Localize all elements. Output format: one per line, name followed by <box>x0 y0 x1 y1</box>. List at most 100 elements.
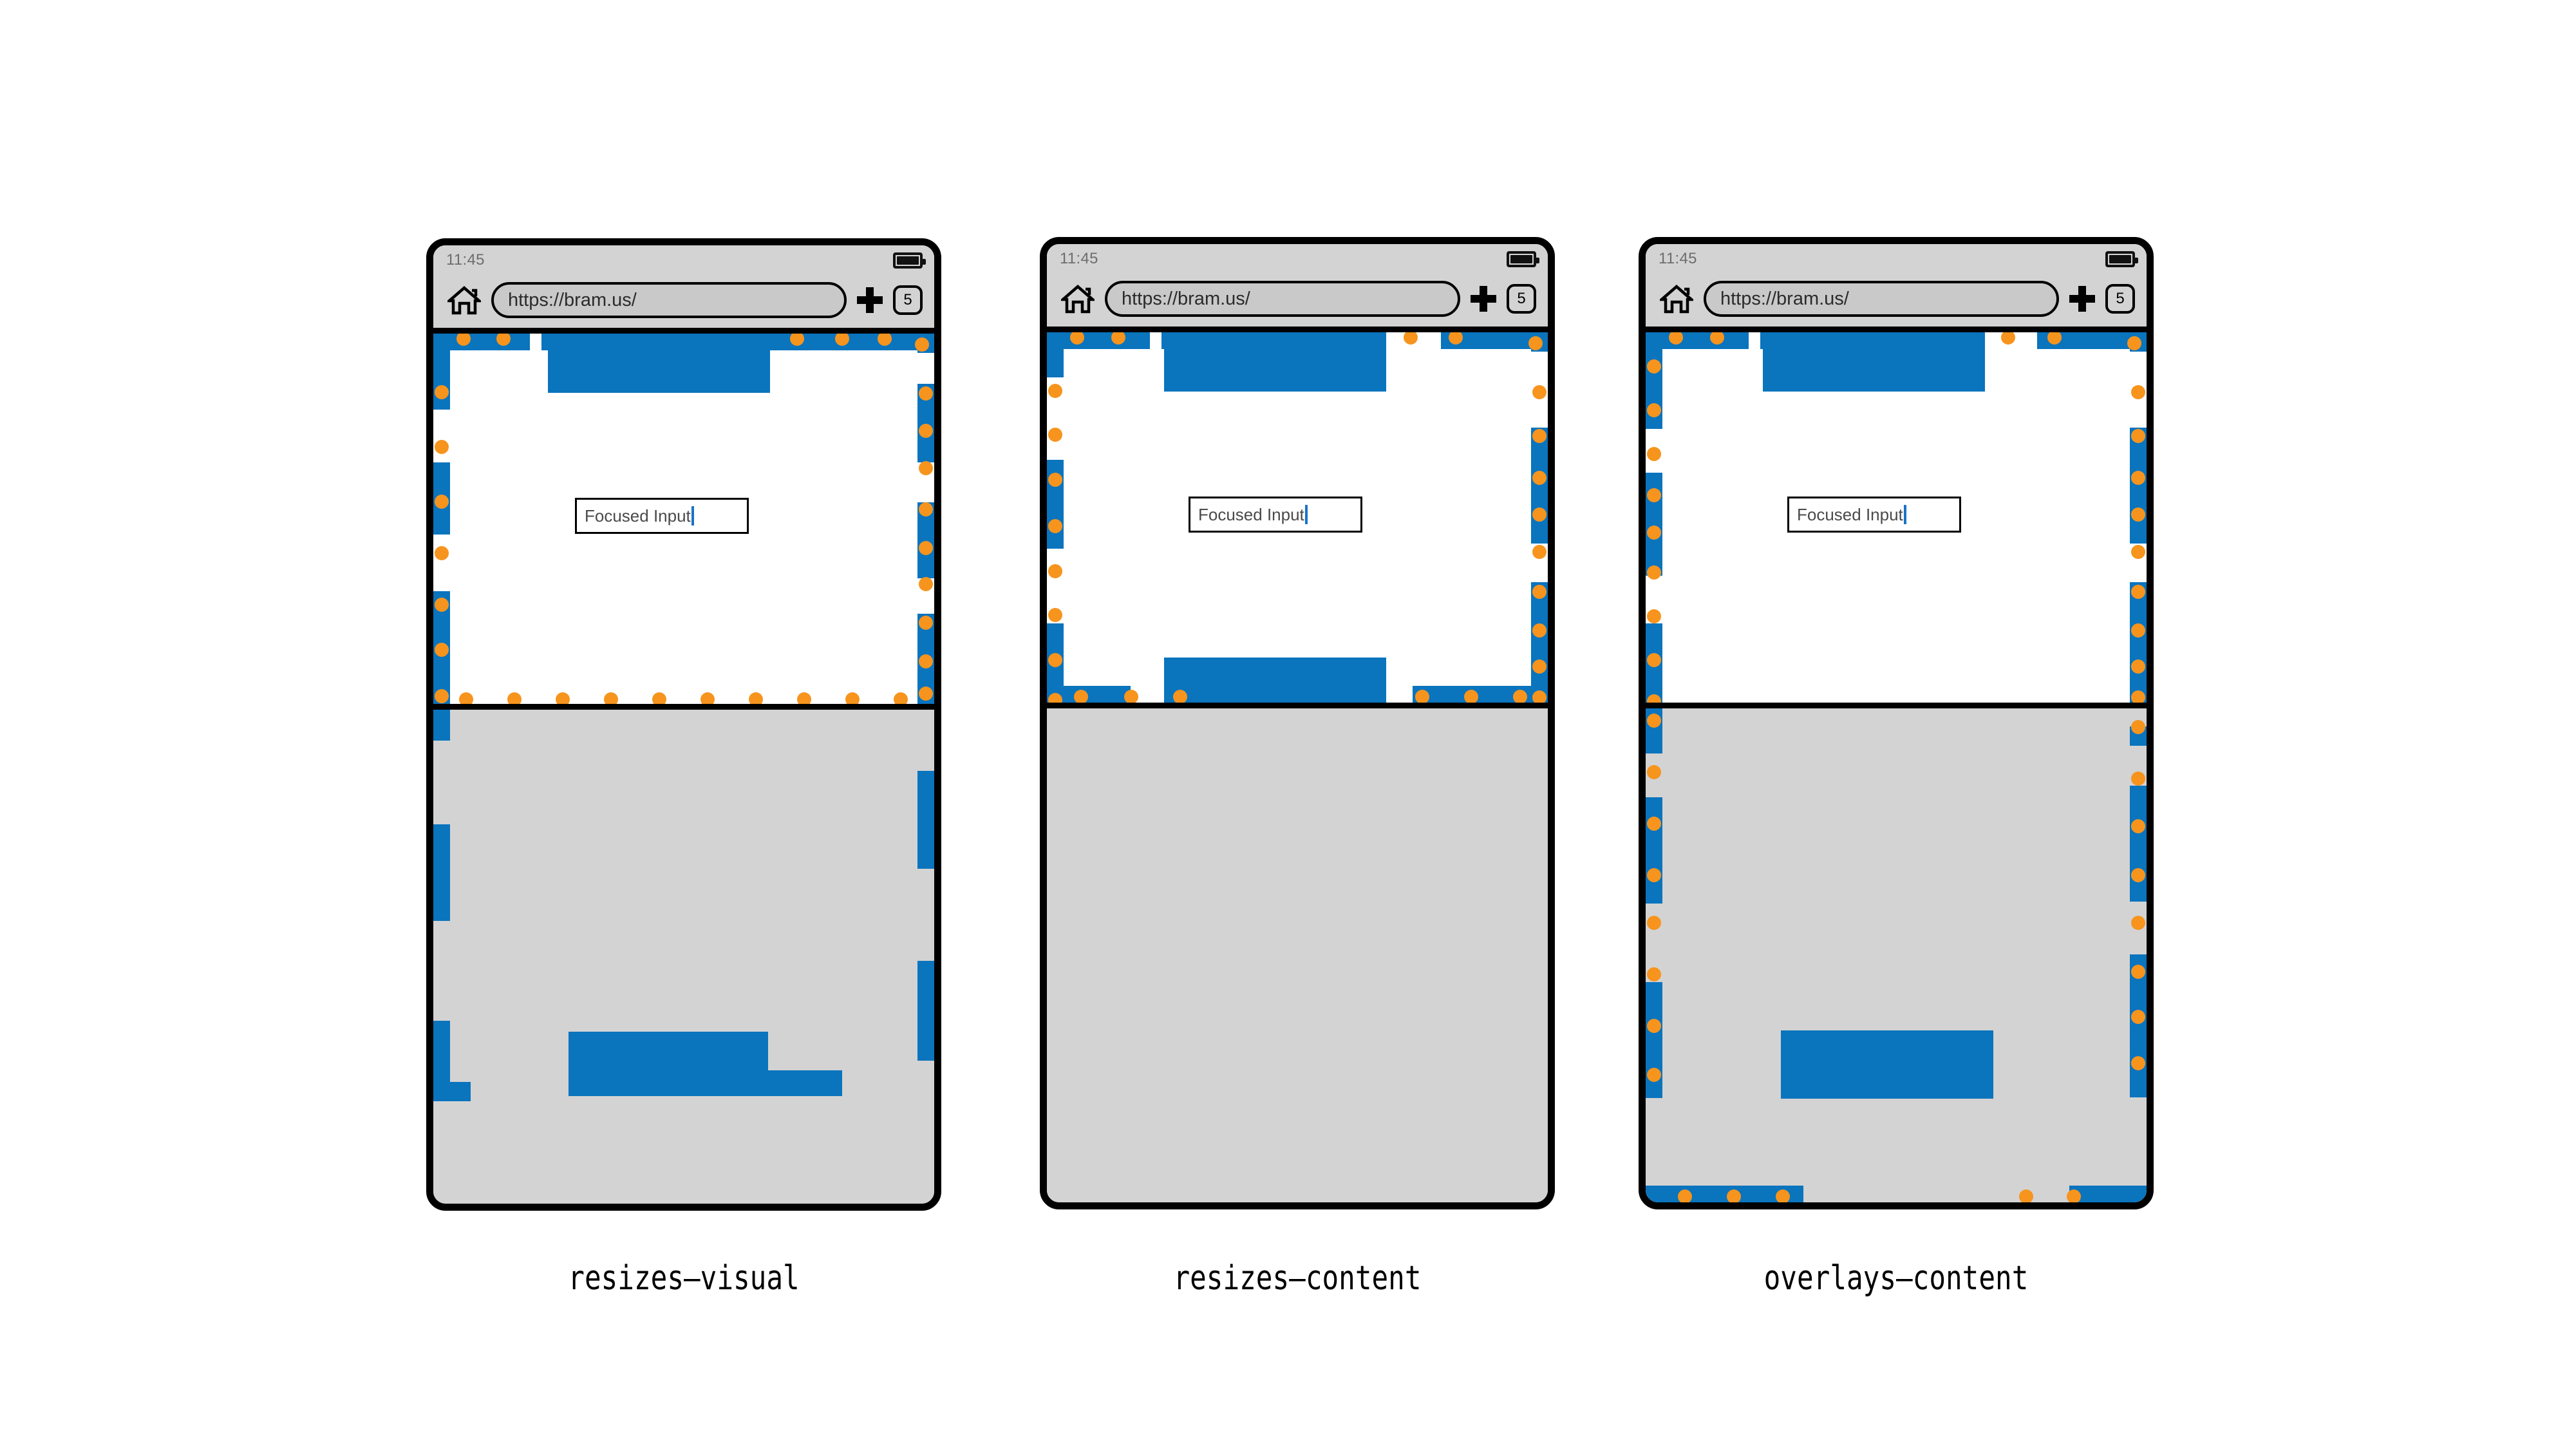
edge-dot <box>1647 765 1661 779</box>
focused-input[interactable]: Focused Input <box>1787 497 1961 533</box>
status-bar: 11:45 <box>1646 244 2147 271</box>
edge-dot <box>915 337 929 352</box>
edge-dot <box>1404 332 1418 345</box>
focused-input[interactable]: Focused Input <box>1189 497 1362 533</box>
edge-dot <box>919 424 933 438</box>
home-icon[interactable] <box>1058 284 1097 314</box>
plus-icon[interactable] <box>2069 286 2095 312</box>
edge-dot <box>1532 507 1547 522</box>
edge-dot <box>1647 868 1661 882</box>
content-block-bottom <box>1164 658 1386 703</box>
edge-dot <box>1647 714 1661 728</box>
edge-dot <box>1678 1189 1692 1202</box>
focused-input-value: Focused Input <box>585 506 691 526</box>
status-clock: 11:45 <box>1060 250 1098 267</box>
edge-dot <box>456 334 471 346</box>
content-block-bottom <box>569 1070 842 1096</box>
edge-dot <box>1532 659 1547 674</box>
edge-dot <box>2131 965 2145 979</box>
edge-band-left <box>1646 708 1662 753</box>
edge-dot <box>1048 653 1062 667</box>
edge-dot <box>919 687 933 701</box>
edge-dot <box>1647 967 1661 981</box>
edge-dot <box>2019 1189 2033 1202</box>
edge-dot <box>894 692 908 704</box>
edge-dot <box>1647 1068 1661 1082</box>
url-bar[interactable]: https://bram.us/ <box>1704 281 2059 317</box>
phone-mockup-resizes-visual: 11:45 https://bram.us/ 5 <box>426 238 941 1211</box>
edge-dot <box>1647 488 1661 502</box>
url-bar[interactable]: https://bram.us/ <box>491 282 847 318</box>
url-text: https://bram.us/ <box>508 289 637 310</box>
keyboard-area <box>1047 703 1548 1202</box>
edge-dot <box>507 692 522 704</box>
edge-dot <box>435 689 449 703</box>
status-bar: 11:45 <box>433 245 934 272</box>
edge-band-top <box>1047 332 1150 349</box>
edge-dot <box>2067 1189 2081 1202</box>
plus-icon[interactable] <box>1471 286 1496 312</box>
edge-dot <box>1070 332 1084 345</box>
status-clock: 11:45 <box>446 251 485 269</box>
status-clock: 11:45 <box>1659 250 1697 267</box>
edge-band-right <box>917 961 934 1061</box>
edge-dot <box>919 386 933 401</box>
plus-icon[interactable] <box>857 287 883 313</box>
edge-dot <box>2131 659 2145 674</box>
edge-dot <box>1048 428 1062 442</box>
visual-viewport-area: Focused Input <box>433 334 934 704</box>
edge-dot <box>435 546 449 560</box>
tab-count-button[interactable]: 5 <box>893 285 923 315</box>
focused-input-value: Focused Input <box>1797 505 1903 524</box>
edge-dot <box>1647 565 1661 580</box>
keyboard-area <box>433 704 934 1204</box>
edge-band-right <box>2130 428 2147 544</box>
edge-dot <box>919 616 933 630</box>
browser-toolbar: https://bram.us/ 5 <box>1646 271 2147 327</box>
edge-dot <box>1048 473 1062 487</box>
edge-dot <box>1532 429 1547 443</box>
home-icon[interactable] <box>1657 284 1696 314</box>
edge-band-left <box>433 710 450 741</box>
battery-full-icon <box>1507 251 1539 267</box>
edge-band-left <box>1047 332 1064 377</box>
edge-dot <box>1048 384 1062 398</box>
edge-dot <box>797 692 811 704</box>
edge-dot <box>1532 471 1547 485</box>
edge-dot <box>790 334 804 346</box>
edge-band-right <box>917 771 934 869</box>
url-bar[interactable]: https://bram.us/ <box>1105 281 1460 317</box>
edge-dot <box>435 643 449 657</box>
tab-count-button[interactable]: 5 <box>2105 284 2135 314</box>
tab-count-button[interactable]: 5 <box>1507 284 1536 314</box>
browser-chrome: 11:45 https://bram.us/ 5 <box>1047 244 1548 332</box>
edge-dot <box>1532 385 1547 399</box>
edge-dot <box>1647 526 1661 540</box>
browser-toolbar: https://bram.us/ 5 <box>1047 271 1548 327</box>
edge-dot <box>1710 332 1724 345</box>
edge-band-bottom <box>2069 1186 2147 1202</box>
home-icon[interactable] <box>445 285 484 315</box>
edge-dot <box>1532 623 1547 638</box>
edge-dot <box>1647 359 1661 374</box>
edge-dot <box>2131 507 2145 522</box>
edge-dot <box>835 334 849 346</box>
edge-dot <box>1647 916 1661 930</box>
edge-band-right <box>1531 428 1548 544</box>
visual-viewport-area: Focused Input <box>1646 332 2147 703</box>
edge-dot <box>2131 471 2145 485</box>
edge-dot <box>919 541 933 555</box>
focused-input[interactable]: Focused Input <box>575 498 749 534</box>
text-caret <box>1304 505 1308 524</box>
edge-dot <box>749 692 763 704</box>
edge-band-top <box>1646 332 1749 349</box>
edge-dot <box>1647 447 1661 461</box>
url-text: https://bram.us/ <box>1122 288 1250 309</box>
content-block-top <box>1164 332 1386 392</box>
edge-dot <box>919 461 933 475</box>
edge-dot <box>1647 403 1661 417</box>
edge-dot <box>845 692 860 704</box>
edge-dot <box>1464 690 1478 703</box>
edge-dot <box>435 598 449 612</box>
edge-dot <box>435 495 449 509</box>
